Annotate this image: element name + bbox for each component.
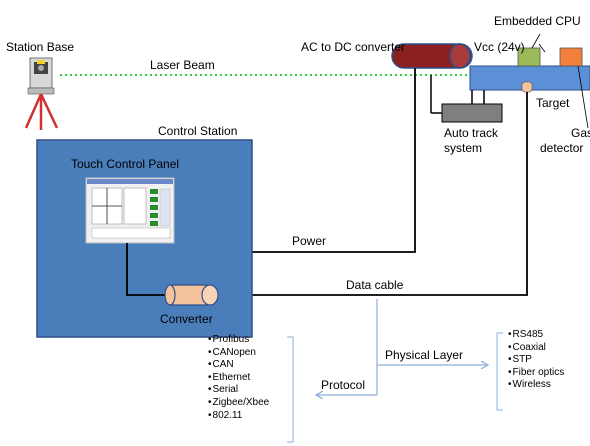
embedded-cpu-label: Embedded CPU xyxy=(494,14,581,28)
converter-cylinder xyxy=(164,284,219,306)
auto-track-label-1: Auto track xyxy=(444,126,499,140)
physical-layer-item: Coaxial xyxy=(508,342,564,355)
protocol-item: Profibus xyxy=(208,334,269,347)
station-base-label: Station Base xyxy=(6,40,75,54)
embedded-cpu-box xyxy=(517,47,541,67)
auto-track-label-2: system xyxy=(444,141,483,155)
data-cable-line xyxy=(218,92,528,296)
protocol-item: Ethernet xyxy=(208,372,269,385)
touch-control-panel-label: Touch Control Panel xyxy=(71,157,180,171)
auto-track-connectors xyxy=(471,90,485,104)
total-station-icon xyxy=(24,57,59,130)
power-label: Power xyxy=(292,234,327,248)
protocol-list: Profibus CANopen CAN Ethernet Serial Zig… xyxy=(208,334,270,423)
physical-layer-item: Wireless xyxy=(508,379,564,392)
touch-panel-screen xyxy=(85,177,175,244)
protocol-item: CAN xyxy=(208,359,269,372)
protocol-item: CANopen xyxy=(208,347,269,360)
protocol-item: Serial xyxy=(208,384,269,397)
laser-beam-label: Laser Beam xyxy=(150,58,215,72)
ac-dc-converter-label: AC to DC converter xyxy=(301,40,406,54)
protocol-item: 802.11 xyxy=(208,410,269,423)
auto-track-box xyxy=(441,103,503,123)
gas-detector-label-2: detector xyxy=(540,141,584,155)
physical-layer-item: RS485 xyxy=(508,329,564,342)
target-marker xyxy=(521,81,533,93)
panel-converter-wire xyxy=(126,243,170,296)
control-station-box xyxy=(36,139,253,338)
power-line xyxy=(252,68,416,253)
protocol-bracket xyxy=(287,336,294,443)
protocol-item: Zigbee/Xbee xyxy=(208,397,270,410)
target-label: Target xyxy=(536,96,570,110)
control-station-label: Control Station xyxy=(158,124,238,138)
protocol-label: Protocol xyxy=(321,378,366,392)
gas-detector-label-1: Gas xyxy=(571,126,590,140)
physical-layer-list: RS485 Coaxial STP Fiber optics Wireless xyxy=(508,329,565,392)
physical-layer-item: STP xyxy=(508,354,564,367)
physical-layer-label: Physical Layer xyxy=(385,348,464,362)
physical-layer-bracket xyxy=(496,332,503,411)
vcc-label: Vcc (24v) xyxy=(474,40,525,54)
ac-dc-converter-icon xyxy=(391,43,473,69)
physical-layer-item: Fiber optics xyxy=(508,367,565,380)
data-cable-label: Data cable xyxy=(346,278,404,292)
gas-detector-box xyxy=(559,47,583,67)
converter-label: Converter xyxy=(160,312,213,326)
